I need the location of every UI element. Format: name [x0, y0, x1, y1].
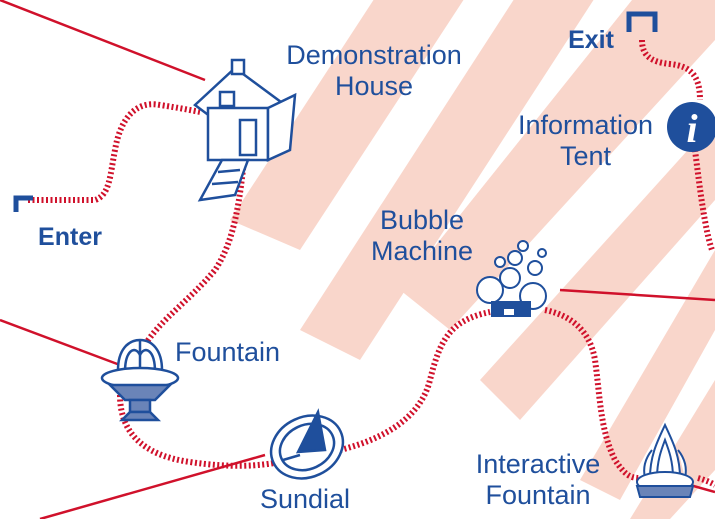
label-line: Tent — [559, 141, 612, 171]
leader-line — [0, 0, 206, 82]
label-line: Fountain — [485, 480, 591, 510]
leader-line — [689, 483, 715, 494]
label-line: Interactive — [475, 449, 601, 479]
label-enter[interactable]: Enter — [38, 223, 102, 251]
trail-segment — [339, 309, 491, 453]
leader-line — [559, 288, 715, 302]
label-line: Information — [517, 110, 654, 140]
ray — [580, 250, 715, 500]
label-information-tent[interactable]: Information Tent — [503, 110, 668, 172]
enter-marker-icon — [13, 195, 33, 212]
label-demonstration-house[interactable]: Demonstration House — [268, 40, 480, 102]
label-fountain[interactable]: Fountain — [175, 337, 281, 367]
label-line: Bubble — [379, 205, 465, 235]
ray — [300, 0, 594, 360]
label-exit[interactable]: Exit — [568, 26, 614, 54]
label-interactive-fountain[interactable]: Interactive Fountain — [460, 449, 616, 511]
label-bubble-machine[interactable]: Bubble Machine — [366, 205, 478, 267]
fountain-icon[interactable] — [100, 338, 180, 422]
bubble-machine-icon[interactable] — [476, 240, 547, 317]
ray — [400, 0, 715, 330]
trail-segment — [697, 475, 715, 488]
label-line: Machine — [370, 236, 474, 266]
trail-segment — [639, 39, 703, 101]
exit-marker-icon — [626, 11, 658, 32]
trail[interactable] — [28, 39, 715, 488]
trail-segment — [142, 149, 248, 347]
label-line: House — [334, 71, 414, 101]
trail-segment — [117, 394, 281, 469]
trail-segment — [544, 307, 641, 481]
ray — [480, 120, 715, 420]
info-icon[interactable]: i — [667, 102, 715, 152]
label-sundial[interactable]: Sundial — [259, 484, 351, 514]
interactive-fountain-icon[interactable] — [635, 422, 695, 498]
house-icon[interactable] — [193, 58, 297, 202]
sundial-icon[interactable] — [261, 404, 353, 490]
leader-line — [0, 318, 121, 367]
label-line: Demonstration — [286, 40, 462, 70]
trail-segment — [28, 101, 201, 203]
info-glyph: i — [686, 106, 697, 151]
ray — [230, 0, 464, 250]
